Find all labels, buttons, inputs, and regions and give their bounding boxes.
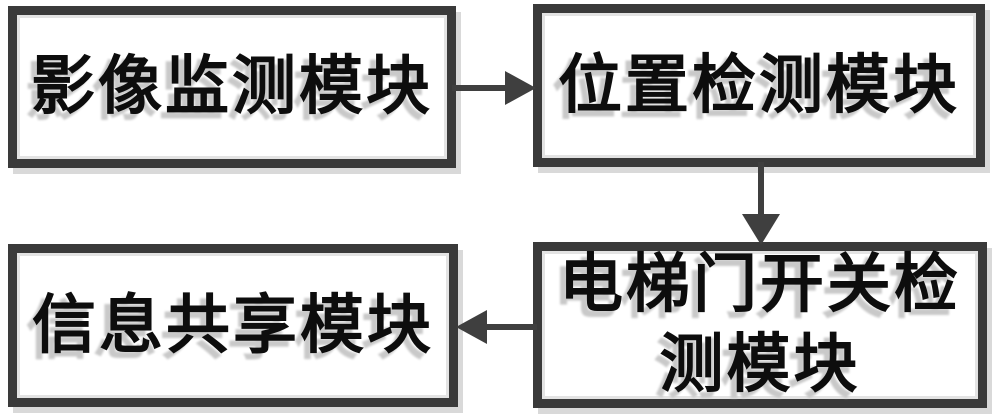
node-door-detection-label-line2: 测模块 xyxy=(659,327,861,402)
arrow-door-to-info-icon xyxy=(456,310,537,344)
node-info-sharing-label: 信息共享模块 xyxy=(32,287,434,363)
node-position-detection-module: 位置检测模块 xyxy=(533,4,985,167)
node-image-monitoring-module: 影像监测模块 xyxy=(8,6,456,168)
node-image-monitoring-label: 影像监测模块 xyxy=(31,49,433,124)
node-elevator-door-switch-detection-module: 电梯门开关检 测模块 xyxy=(533,242,987,408)
node-door-detection-label-line1: 电梯门开关检 xyxy=(559,247,961,322)
arrow-image-to-position-icon xyxy=(452,71,536,105)
node-information-sharing-module: 信息共享模块 xyxy=(8,244,458,407)
arrow-position-to-door-icon xyxy=(742,162,780,245)
node-door-detection-label: 电梯门开关检 测模块 xyxy=(559,245,961,405)
node-position-detection-label: 位置检测模块 xyxy=(558,47,960,123)
